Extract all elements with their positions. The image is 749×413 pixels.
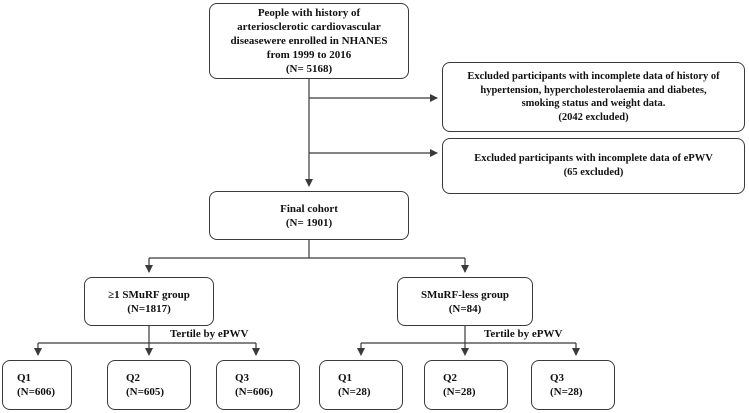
smurf-q2-box: Q2 (N=605): [107, 360, 191, 410]
smurf-q1-n: (N=606): [17, 386, 56, 398]
smurf-less-q2-box: Q2 (N=28): [424, 360, 508, 410]
smurf-less-line-1: SMuRF-less group: [420, 288, 510, 301]
excluded2-line-2: (65 excluded): [563, 167, 624, 178]
smurf-less-line-2: (N=84): [448, 302, 482, 315]
excluded-box-1: Excluded participants with incomplete da…: [442, 62, 745, 132]
excluded1-line-3: smoking status and weight data.: [521, 98, 666, 109]
tertile-label-right: Tertile by ePWV: [484, 328, 563, 340]
smurf-q3-name: Q3: [235, 372, 250, 384]
smurf-less-q3-n: (N=28): [550, 386, 583, 398]
smurf-less-q1-box: Q1 (N=28): [319, 360, 403, 410]
smurf-less-group-box: SMuRF-less group (N=84): [397, 277, 533, 326]
smurf-line-2: (N=1817): [127, 302, 171, 315]
smurf-less-q1-n: (N=28): [338, 386, 371, 398]
smurf-less-q3-name: Q3: [550, 372, 565, 384]
final-line-1: Final cohort: [280, 202, 338, 215]
tertile-label-left: Tertile by ePWV: [170, 328, 249, 340]
excluded1-line-1: Excluded participants with incomplete da…: [467, 71, 720, 82]
smurf-q3-box: Q3 (N=606): [216, 360, 300, 410]
smurf-q2-n: (N=605): [126, 386, 165, 398]
smurf-line-1: ≥1 SMuRF group: [108, 288, 190, 301]
smurf-q1-box: Q1 (N=606): [2, 360, 72, 410]
enrolled-line-2: arteriosclerotic cardiovascular: [237, 21, 381, 33]
enrolled-line-1: People with history of: [257, 7, 361, 19]
enrolled-line-3: diseasewere enrolled in NHANES: [230, 35, 388, 47]
smurf-q1-name: Q1: [17, 372, 32, 384]
smurf-less-q3-box: Q3 (N=28): [531, 360, 615, 410]
smurf-q3-n: (N=606): [235, 386, 274, 398]
excluded1-line-4: (2042 excluded): [558, 111, 629, 123]
enrolled-line-4: from 1999 to 2016: [266, 49, 352, 61]
enrolled-line-5: (N= 5168): [285, 63, 333, 75]
smurf-group-box: ≥1 SMuRF group (N=1817): [84, 277, 214, 326]
smurf-less-q2-name: Q2: [443, 372, 458, 384]
enrolled-box: People with history of arteriosclerotic …: [209, 3, 409, 79]
smurf-less-q1-name: Q1: [338, 372, 353, 384]
smurf-q2-name: Q2: [126, 372, 141, 384]
final-cohort-box: Final cohort (N= 1901): [209, 191, 409, 240]
excluded2-line-1: Excluded participants with incomplete da…: [474, 153, 713, 164]
final-line-2: (N= 1901): [285, 216, 333, 229]
excluded1-line-2: hypertension, hypercholesterolaemia and …: [480, 84, 707, 96]
excluded-box-2: Excluded participants with incomplete da…: [442, 138, 745, 194]
smurf-less-q2-n: (N=28): [443, 386, 476, 398]
